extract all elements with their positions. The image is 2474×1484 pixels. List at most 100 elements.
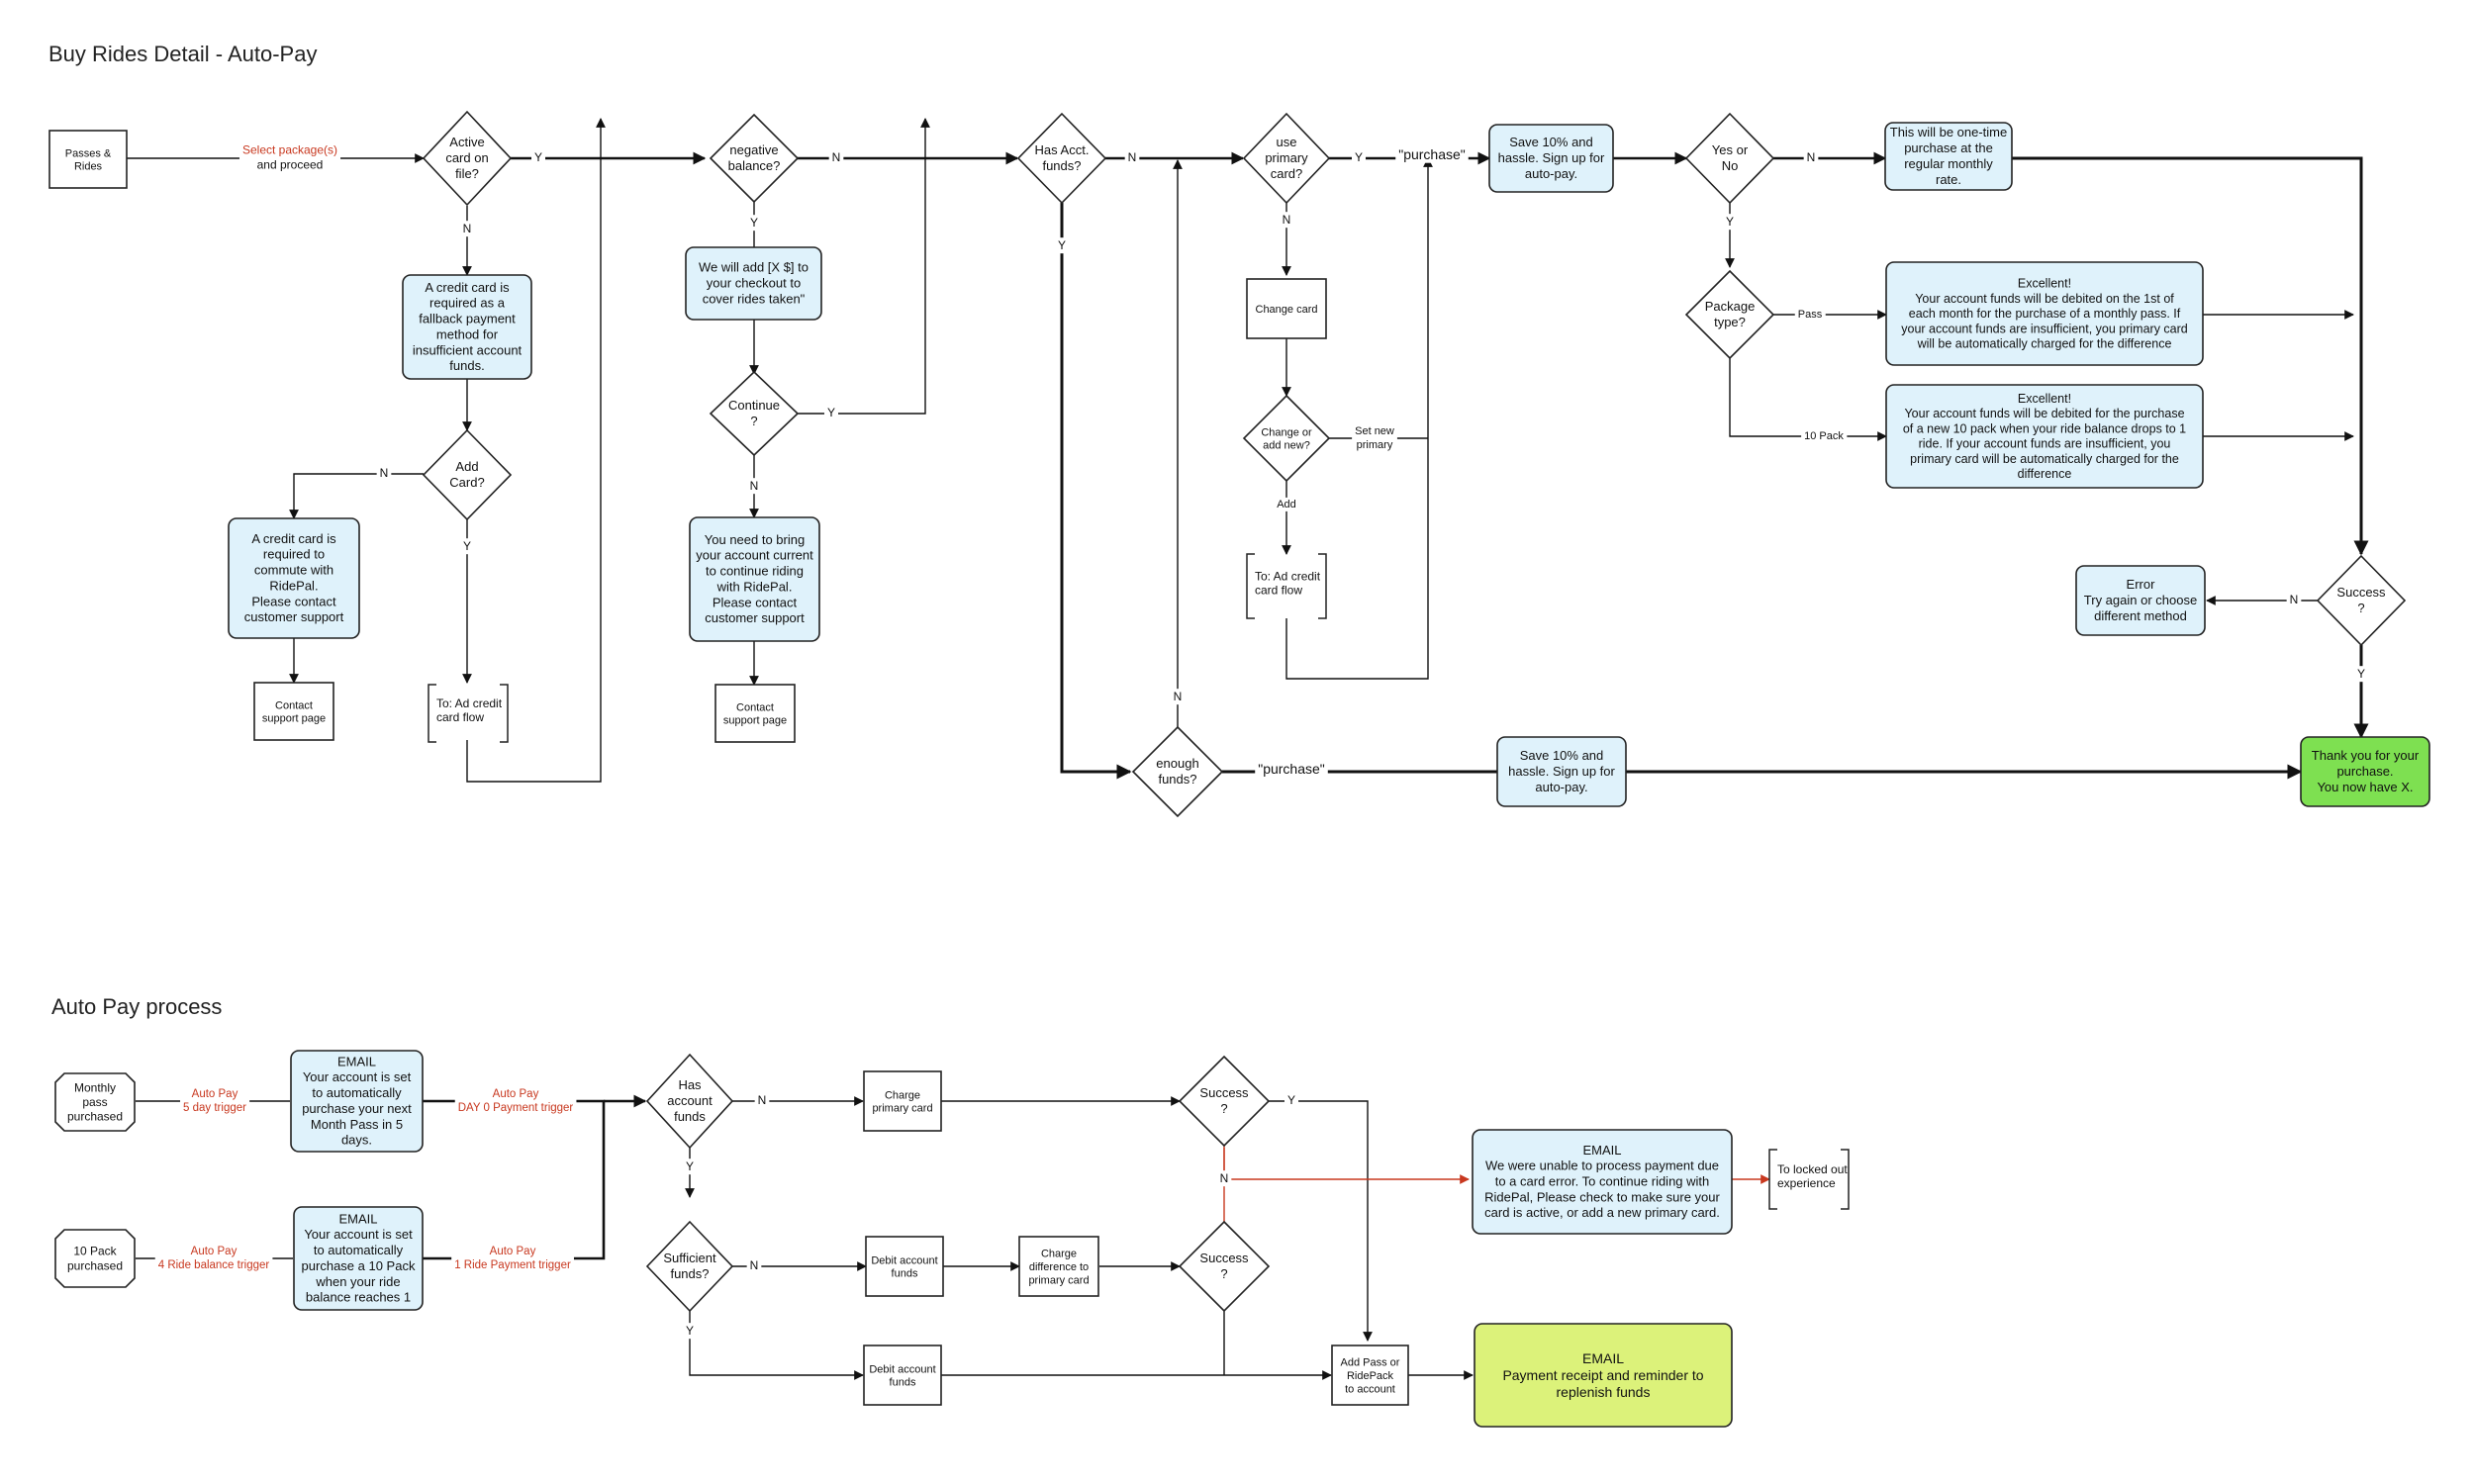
decision-success-2: Success? xyxy=(1178,1220,1271,1313)
decision-change-or-add-shape xyxy=(1242,394,1331,483)
edge-sufficient-y xyxy=(689,1311,864,1380)
decision-success-top-text: Success? xyxy=(2336,586,2386,616)
label-autopay-1ride-bg xyxy=(451,1244,574,1273)
decision-success-1-shape xyxy=(1178,1055,1271,1148)
decision-negative-balance-shape xyxy=(709,113,800,204)
decision-package-type-shape xyxy=(1684,269,1775,360)
label-addcard-n: N xyxy=(380,466,389,480)
label-useprimary-n-bg xyxy=(1279,212,1294,229)
label-autopay-5day-bg xyxy=(180,1086,250,1116)
node-contact-support-2-shape xyxy=(714,684,796,743)
node-we-will-add-shape xyxy=(685,246,822,321)
node-excellent-pass-text: Excellent!Your account funds will be deb… xyxy=(1901,277,2188,351)
node-10-pack-shape xyxy=(54,1229,136,1288)
label-hasfunds-y-bg xyxy=(1054,237,1070,254)
label-useprimary-n: N xyxy=(1283,213,1291,227)
decision-success-2-text: Success? xyxy=(1199,1252,1249,1282)
label-active-n: N xyxy=(463,222,472,235)
label-add: Add xyxy=(1277,499,1296,510)
label-autopay-day0-bg xyxy=(454,1086,577,1116)
node-error-shape xyxy=(2075,565,2206,636)
decision-continue-text: Continue? xyxy=(728,399,780,429)
node-contact-support-1-shape xyxy=(253,682,334,741)
main-flow-title: Buy Rides Detail - Auto-Pay xyxy=(48,42,318,66)
label-success-y: Y xyxy=(2357,667,2365,681)
edge-success1-n xyxy=(1223,1146,1470,1184)
label-yesno-n: N xyxy=(1807,150,1816,164)
node-change-card-shape xyxy=(1246,278,1327,339)
label-hasfunds-n-b-bg xyxy=(754,1092,770,1109)
node-email-error-shape xyxy=(1472,1129,1733,1235)
node-charge-difference-shape xyxy=(1018,1236,1099,1297)
node-save-10-bottom-shape xyxy=(1496,736,1627,807)
label-sufficient-n-b-bg xyxy=(746,1257,762,1274)
node-excellent-pass-shape xyxy=(1885,261,2204,366)
label-sufficient-y-b-bg xyxy=(682,1323,698,1340)
node-excellent-pack-shape xyxy=(1885,384,2204,489)
label-success-y-bg xyxy=(2353,666,2369,683)
label-enough-n-bg xyxy=(1170,689,1186,705)
edge-adcredit-loop xyxy=(466,118,606,783)
autopay-flow-title: Auto Pay process xyxy=(51,994,223,1019)
node-locked-out-shape xyxy=(1768,1149,1850,1210)
label-autopay-4ride-bg xyxy=(154,1244,273,1273)
label-sufficient-n-b: N xyxy=(750,1258,759,1272)
label-negbal-y-bg xyxy=(746,215,762,232)
node-change-card: Change card xyxy=(1246,278,1327,339)
label-success1-y-b-bg xyxy=(1284,1092,1299,1109)
label-pass: Pass xyxy=(1798,309,1823,321)
label-success-n: N xyxy=(2290,593,2299,606)
decision-success-top: Success? xyxy=(2316,554,2407,647)
node-debit-funds-1-shape xyxy=(865,1236,944,1297)
label-addcard-n-bg xyxy=(376,465,392,482)
label-10-pack-bg xyxy=(1801,428,1848,443)
label-10-pack: 10 Pack xyxy=(1804,430,1844,442)
label-negbal-n: N xyxy=(832,150,841,164)
decision-active-card-shape xyxy=(422,110,513,207)
label-hasfunds-y: Y xyxy=(1058,238,1066,252)
edge-adcredit2-loop xyxy=(1285,157,1433,680)
decision-use-primary-shape xyxy=(1242,112,1331,205)
label-active-y: Y xyxy=(534,150,542,164)
node-passes-rides: Passes &Rides xyxy=(48,130,128,189)
edge-labels: Select package(s)and proceedYNNYNYYNNYNY… xyxy=(154,141,2369,1340)
node-excellent-pack: Excellent!Your account funds will be deb… xyxy=(1885,384,2204,489)
decision-continue: Continue? xyxy=(709,370,800,457)
decision-success-1: Success? xyxy=(1178,1055,1271,1148)
label-useprimary-y-bg xyxy=(1351,149,1367,166)
